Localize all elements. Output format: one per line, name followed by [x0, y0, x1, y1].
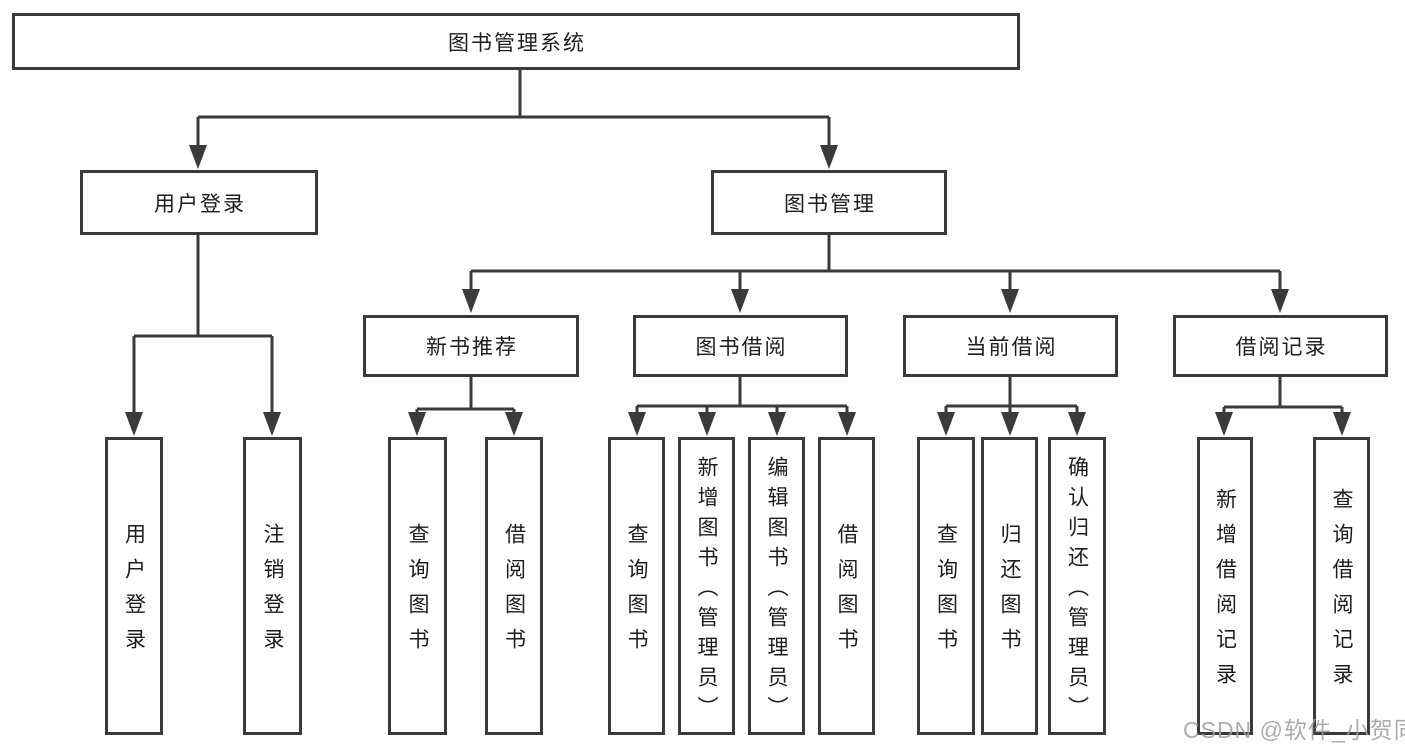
leaf-edit-books-admin: 编辑图书（管理员）: [748, 437, 805, 735]
leaf-query-books-recommend: 查询图书: [388, 437, 447, 735]
node-label: 编辑图书（管理员）: [765, 455, 788, 726]
leaf-query-books-current: 查询图书: [917, 437, 975, 735]
node-borrow-records: 借阅记录: [1173, 315, 1388, 377]
leaf-logout: 注销登录: [243, 437, 302, 735]
leaf-return-books: 归还图书: [981, 437, 1038, 735]
node-label: 新增借阅记录: [1213, 488, 1237, 698]
csdn-watermark: CSDN @软件_小贺同学: [1183, 717, 1405, 743]
node-label: 查询借阅记录: [1330, 488, 1353, 698]
node-label: 借阅记录: [1235, 336, 1328, 359]
node-user-login-module: 用户登录: [80, 170, 318, 235]
node-label: 当前借阅: [965, 336, 1058, 359]
node-label: 注销登录: [261, 523, 284, 663]
node-new-book-recommend: 新书推荐: [363, 315, 579, 377]
node-label: 图书借阅: [695, 336, 788, 359]
node-label: 归还图书: [998, 523, 1021, 663]
node-label: 新增图书（管理员）: [695, 455, 718, 726]
node-label: 查询图书: [934, 523, 958, 663]
node-book-borrow: 图书借阅: [633, 315, 848, 377]
node-label: 新书推荐: [426, 336, 518, 359]
leaf-confirm-return-admin: 确认归还（管理员）: [1048, 437, 1106, 735]
node-label: 借阅图书: [835, 523, 858, 663]
leaf-add-borrow-record: 新增借阅记录: [1197, 437, 1253, 735]
node-label: 用户登录: [154, 192, 246, 216]
node-label: 确认归还（管理员）: [1065, 455, 1089, 726]
leaf-query-books-borrow: 查询图书: [608, 437, 665, 735]
leaf-user-login: 用户登录: [105, 437, 163, 735]
node-label: 图书管理系统: [448, 31, 586, 55]
node-label: 借阅图书: [502, 523, 526, 663]
node-label: 图书管理: [784, 192, 876, 216]
leaf-borrow-books-recommend: 借阅图书: [485, 437, 543, 735]
node-label: 查询图书: [625, 523, 648, 663]
node-label: 用户登录: [122, 523, 146, 663]
leaf-add-books-admin: 新增图书（管理员）: [678, 437, 735, 735]
node-system-root: 图书管理系统: [12, 13, 1020, 70]
node-current-borrow: 当前借阅: [903, 315, 1118, 377]
leaf-borrow-books: 借阅图书: [818, 437, 875, 735]
node-book-management-module: 图书管理: [711, 170, 947, 235]
leaf-query-borrow-record: 查询借阅记录: [1313, 437, 1370, 735]
node-label: 查询图书: [406, 523, 429, 663]
